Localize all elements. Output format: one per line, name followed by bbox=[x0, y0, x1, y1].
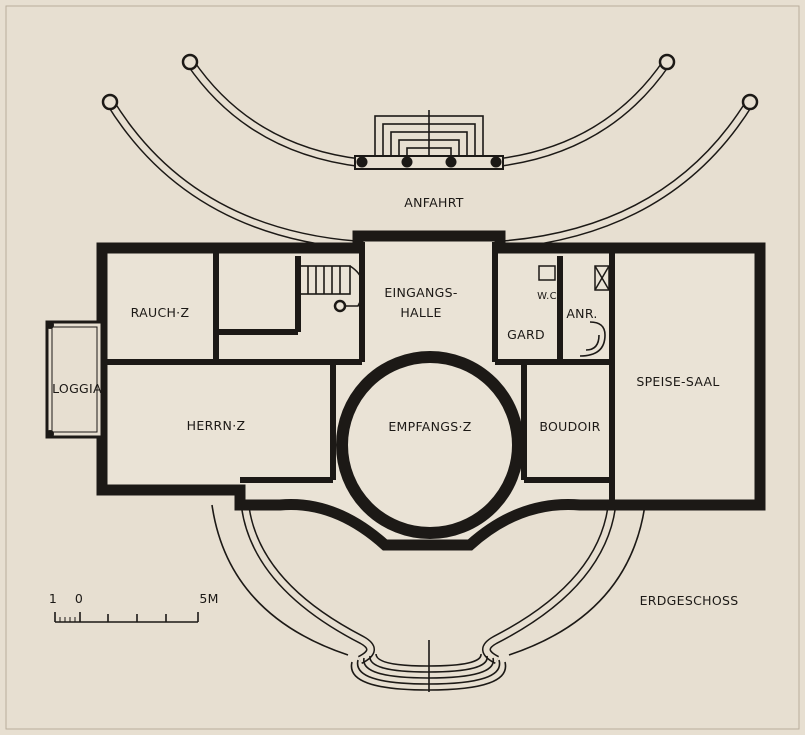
garden-steps bbox=[350, 640, 507, 692]
main-staircase bbox=[299, 265, 365, 313]
label-anr: ANR. bbox=[566, 306, 597, 321]
label-speise: SPEISE-SAAL bbox=[636, 374, 719, 389]
label-eingang-2: HALLE bbox=[400, 305, 441, 320]
label-anfahrt: ANFAHRT bbox=[404, 195, 463, 210]
porch-steps bbox=[374, 110, 484, 170]
label-boudoir: BOUDOIR bbox=[539, 419, 600, 434]
scale-tick-0: 0 bbox=[75, 591, 83, 606]
interior-walls bbox=[106, 242, 615, 501]
label-eingang-1: EINGANGS- bbox=[384, 285, 457, 300]
garden-curves bbox=[211, 504, 646, 665]
label-wc: W.C bbox=[537, 291, 557, 302]
driveway-curves bbox=[106, 59, 754, 250]
loggia bbox=[45, 320, 104, 439]
service-staircase bbox=[579, 321, 606, 357]
label-herrn: HERRN·Z bbox=[187, 418, 246, 433]
label-erdgeschoss: ERDGESCHOSS bbox=[640, 593, 739, 608]
label-loggia: LOGGIA bbox=[52, 381, 102, 396]
empfangs-room bbox=[336, 351, 524, 539]
wc-fixture bbox=[538, 265, 610, 291]
scale-bar: 1 0 5M bbox=[49, 591, 218, 623]
label-empfang: EMPFANGS·Z bbox=[388, 419, 471, 434]
paper-border bbox=[5, 5, 800, 730]
driveway-curve-ends bbox=[101, 53, 759, 111]
scale-tick-5: 5M bbox=[199, 591, 218, 606]
label-rauch: RAUCH·Z bbox=[131, 305, 190, 320]
scale-tick-1: 1 bbox=[49, 591, 57, 606]
porch-columns bbox=[356, 156, 502, 168]
label-gard: GARD bbox=[507, 327, 545, 342]
porch-platform bbox=[354, 155, 504, 170]
